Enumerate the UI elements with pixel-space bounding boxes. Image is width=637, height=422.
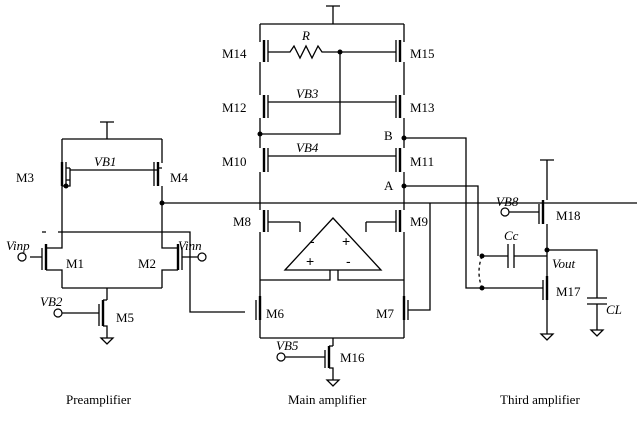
m17-ground xyxy=(539,333,555,341)
resistor-r xyxy=(282,44,384,60)
m7-gate-link xyxy=(408,203,431,311)
label-vinn: Vinn xyxy=(178,238,202,253)
label-m8: M8 xyxy=(233,214,251,229)
label-vb3: VB3 xyxy=(296,86,319,101)
label-m2: M2 xyxy=(138,256,156,271)
label-m18: M18 xyxy=(556,208,581,223)
vb2-terminal xyxy=(53,308,63,318)
label-vb1: VB1 xyxy=(94,154,116,169)
label-m16: M16 xyxy=(340,350,365,365)
caption-main-amplifier: Main amplifier xyxy=(288,392,367,407)
third-amplifier xyxy=(478,159,607,341)
label-m4: M4 xyxy=(170,170,189,185)
node-b-link xyxy=(404,137,482,289)
opamp-plus-left: + xyxy=(306,253,314,269)
label-m14: M14 xyxy=(222,46,247,61)
opamp-minus-right: - xyxy=(346,253,351,269)
label-vb8: VB8 xyxy=(496,194,519,209)
label-node-b: B xyxy=(384,128,393,143)
label-cc: Cc xyxy=(504,228,519,243)
label-vb5: VB5 xyxy=(276,338,299,353)
cl-ground xyxy=(589,329,605,337)
m5-ground xyxy=(99,337,115,345)
opamp-minus-left: - xyxy=(310,233,315,249)
pre-to-m6-gate xyxy=(62,231,245,313)
error-opamp xyxy=(283,217,383,271)
vb8-terminal xyxy=(500,207,510,217)
label-m1: M1 xyxy=(66,256,84,271)
label-m13: M13 xyxy=(410,100,435,115)
third-vdd-symbol xyxy=(540,159,554,200)
cc-capacitor xyxy=(482,244,547,268)
label-m15: M15 xyxy=(410,46,435,61)
label-cl: CL xyxy=(606,302,622,317)
label-m17: M17 xyxy=(556,284,581,299)
preamplifier xyxy=(17,121,637,345)
vb5-terminal xyxy=(276,352,286,362)
label-m6: M6 xyxy=(266,306,285,321)
label-m7: M7 xyxy=(376,306,395,321)
label-m12: M12 xyxy=(222,100,247,115)
resistor-tap-to-node xyxy=(260,52,341,135)
label-vinp: Vinp xyxy=(6,238,30,253)
m16-ground xyxy=(325,379,341,387)
label-r: R xyxy=(301,28,310,43)
label-m11: M11 xyxy=(410,154,434,169)
label-vb4: VB4 xyxy=(296,140,319,155)
label-vb2: VB2 xyxy=(40,294,63,309)
label-m5: M5 xyxy=(116,310,134,325)
opamp-plus-right: + xyxy=(342,233,350,249)
node-a-link xyxy=(404,185,479,256)
vinn-terminal xyxy=(197,252,207,262)
caption-preamplifier: Preamplifier xyxy=(66,392,132,407)
label-vout: Vout xyxy=(552,256,576,271)
main-amplifier xyxy=(255,5,482,387)
pre-vdd-symbol xyxy=(100,121,114,139)
cc-dashed-link xyxy=(478,255,483,289)
label-m10: M10 xyxy=(222,154,247,169)
label-m3: M3 xyxy=(16,170,34,185)
label-node-a: A xyxy=(384,178,394,193)
main-vdd-symbol xyxy=(326,5,340,24)
cl-capacitor xyxy=(547,249,607,330)
vinp-terminal xyxy=(17,252,27,262)
caption-third-amplifier: Third amplifier xyxy=(500,392,580,407)
label-m9: M9 xyxy=(410,214,428,229)
